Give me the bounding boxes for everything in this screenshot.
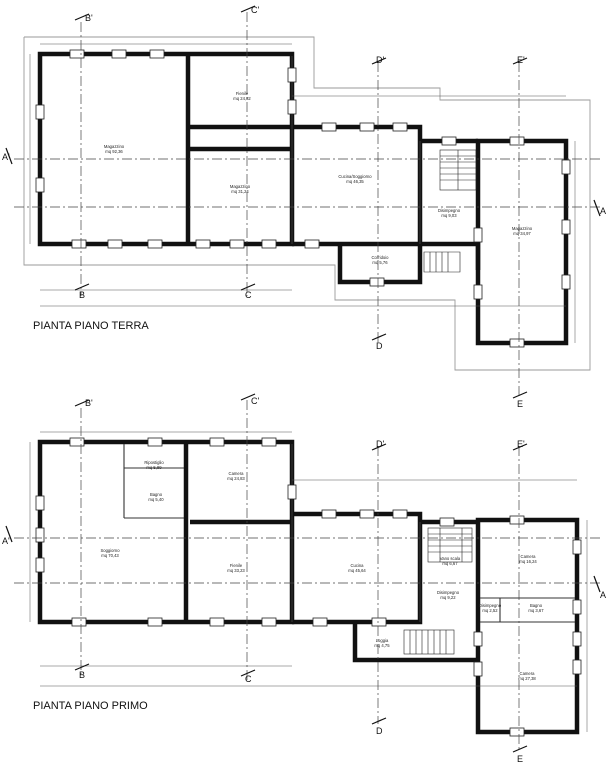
ground-floor-corridor-wall bbox=[337, 241, 481, 285]
first-floor-room-labels: Ripostiglio mq 5,89 Bagno mq 5,40 Soggio… bbox=[100, 460, 544, 681]
room-area: mq 34,97 bbox=[513, 231, 531, 236]
section-mark-label: E bbox=[517, 399, 523, 409]
room-name: Disimpegno bbox=[437, 590, 460, 595]
section-mark-label: B' bbox=[85, 13, 93, 23]
first-floor-windows bbox=[35, 437, 582, 737]
room-name: Vano scala bbox=[440, 556, 461, 561]
first-floor-plan: Ripostiglio mq 5,89 Bagno mq 5,40 Soggio… bbox=[2, 393, 606, 764]
room-name: Soggiorno bbox=[100, 548, 120, 553]
first-floor-loggia-wall bbox=[352, 622, 478, 663]
room-name: Magazzino bbox=[230, 184, 251, 189]
section-mark-label: B' bbox=[85, 398, 93, 408]
ground-floor-room-labels: Magazzino mq 92,36 Fienile mq 24,82 Maga… bbox=[104, 91, 533, 265]
ground-floor-site-outline bbox=[23, 36, 591, 371]
room-area: mq 70,43 bbox=[101, 553, 119, 558]
room-area: mq 3,67 bbox=[528, 608, 544, 613]
room-area: mq 9,22 bbox=[440, 595, 456, 600]
room-name: Cucina/Soggiorno bbox=[338, 174, 372, 179]
section-mark-label: A bbox=[600, 206, 606, 216]
room-name: Camera bbox=[520, 671, 536, 676]
ground-floor-section-axes bbox=[5, 5, 601, 399]
first-floor-section-letters: B' C' D' E' B C D E A' A bbox=[2, 396, 606, 764]
room-area: mq 16,24 bbox=[519, 559, 537, 564]
room-name: Cucina bbox=[350, 563, 364, 568]
room-area: mq 33,23 bbox=[227, 568, 245, 573]
room-name: Loggia bbox=[376, 638, 389, 643]
room-name: Camera bbox=[229, 471, 245, 476]
section-mark-label: C' bbox=[251, 396, 259, 406]
ground-floor-title: PIANTA PIANO TERRA bbox=[33, 320, 149, 332]
room-name: Fienile bbox=[236, 91, 249, 96]
ground-floor-windows bbox=[35, 49, 571, 348]
first-floor-section-axes bbox=[5, 393, 601, 753]
ground-floor-dimension-lines bbox=[29, 43, 576, 343]
room-area: mq 31,24 bbox=[231, 189, 249, 194]
first-floor-main-block-wall bbox=[37, 439, 295, 625]
room-area: mq 2,52 bbox=[482, 608, 498, 613]
room-area: mq 45,64 bbox=[348, 568, 366, 573]
room-area: mq 24,83 bbox=[227, 476, 245, 481]
section-mark-label: B bbox=[79, 670, 85, 680]
section-mark-label: A bbox=[600, 590, 606, 600]
room-area: mq 27,38 bbox=[518, 676, 536, 681]
room-name: Magazzino bbox=[512, 226, 533, 231]
ground-floor-middle-block-wall bbox=[292, 124, 423, 247]
room-area: mq 6,67 bbox=[442, 561, 458, 566]
section-mark-label: D' bbox=[376, 439, 384, 449]
section-mark-label: D bbox=[376, 341, 383, 351]
room-area: mq 4,75 bbox=[374, 643, 390, 648]
section-mark-label: C bbox=[245, 290, 252, 300]
room-area: mq 5,89 bbox=[146, 465, 162, 470]
room-area: mq 9,03 bbox=[441, 213, 457, 218]
room-name: Camera bbox=[521, 554, 537, 559]
section-mark-label: B bbox=[79, 290, 85, 300]
room-area: mq 92,36 bbox=[105, 149, 123, 154]
room-area: mq 24,82 bbox=[233, 96, 251, 101]
ground-floor-section-letters: B' C' D' E' B C D E A' A bbox=[2, 5, 606, 409]
room-name: Bagno bbox=[150, 492, 163, 497]
room-name: Disimpegno bbox=[438, 208, 461, 213]
section-mark-label: C' bbox=[251, 5, 259, 15]
room-name: Bagno bbox=[530, 603, 543, 608]
section-mark-label: A' bbox=[2, 152, 10, 162]
section-mark-label: E bbox=[517, 754, 523, 764]
room-name: Fienile bbox=[230, 563, 243, 568]
room-name: Corridoio bbox=[372, 255, 390, 260]
ground-floor-plan: Magazzino mq 92,36 Fienile mq 24,82 Maga… bbox=[2, 5, 606, 409]
room-area: mq 5,76 bbox=[372, 260, 388, 265]
first-floor-dimension-lines bbox=[29, 431, 588, 732]
ground-floor-stairs bbox=[423, 149, 477, 273]
section-mark-label: D bbox=[376, 726, 383, 736]
section-mark-label: E' bbox=[517, 439, 525, 449]
ground-floor-right-wing-wall bbox=[475, 138, 569, 346]
first-floor-stairs bbox=[403, 527, 473, 655]
room-name: Ripostiglio bbox=[144, 460, 164, 465]
first-floor-right-wing-wall bbox=[475, 517, 580, 735]
room-name: Disimpegno bbox=[479, 603, 502, 608]
section-mark-label: C bbox=[245, 674, 252, 684]
section-mark-label: E' bbox=[517, 55, 525, 65]
section-mark-label: A' bbox=[2, 536, 10, 546]
room-name: Magazzino bbox=[104, 144, 125, 149]
first-floor-title: PIANTA PIANO PRIMO bbox=[33, 700, 148, 712]
room-area: mq 5,40 bbox=[148, 497, 164, 502]
section-mark-label: D' bbox=[376, 55, 384, 65]
room-area: mq 46,35 bbox=[346, 179, 364, 184]
